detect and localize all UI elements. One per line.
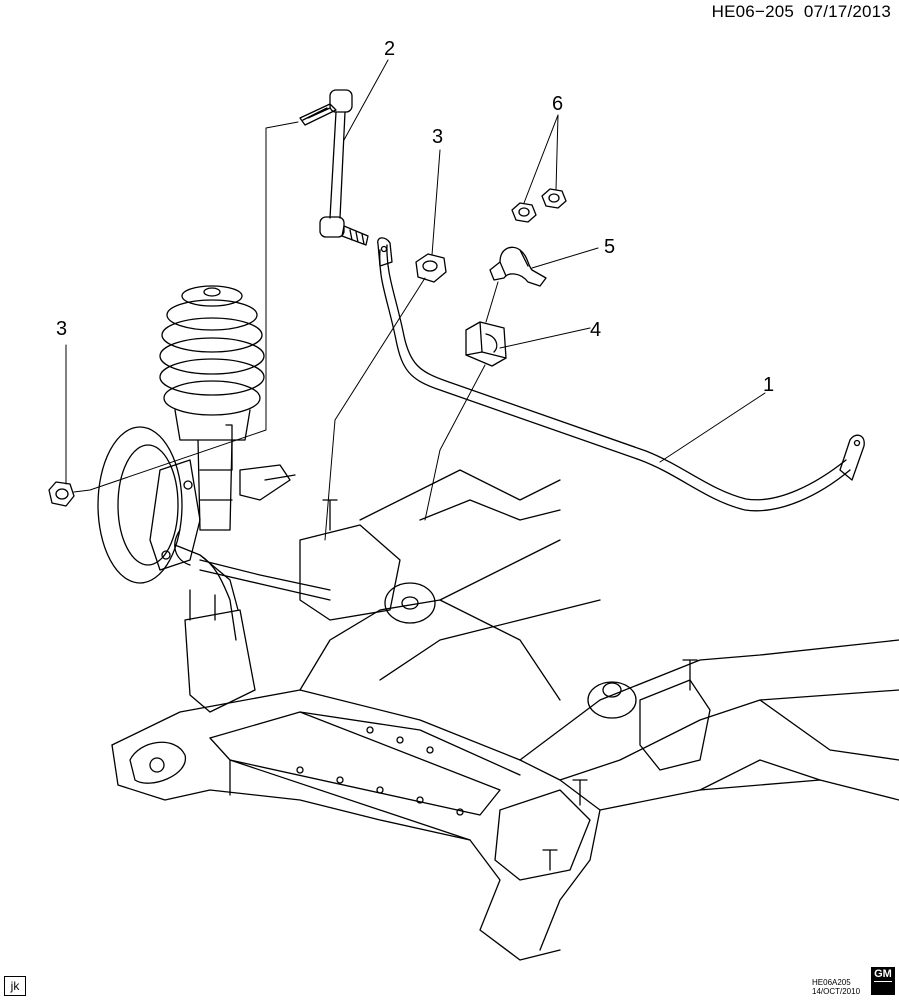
gm-logo: GM: [871, 967, 895, 995]
drawing-date: 14/OCT/2010: [812, 987, 861, 996]
assembly-guide-lines: [73, 121, 499, 541]
drawing-reference: HE06A205 14/OCT/2010: [812, 978, 860, 996]
stabilizer-bushing: [465, 321, 507, 367]
clamp-nut-left: [511, 202, 537, 223]
callout-3-upper: 3: [432, 126, 443, 148]
link-nut-upper: [415, 253, 447, 283]
diagram-date: 07/17/2013: [803, 2, 891, 21]
stabilizer-bar: [377, 237, 865, 512]
strut-spring-assembly: [97, 285, 296, 641]
diagram-code: HE06−205: [711, 2, 795, 21]
callout-leaders: [65, 59, 766, 485]
callout-3-lower: 3: [56, 318, 67, 340]
link-nut-lower: [48, 481, 75, 507]
bushing-clamp: [489, 246, 547, 287]
callout-5: 5: [604, 236, 615, 258]
callout-2: 2: [384, 38, 395, 60]
callout-4: 4: [590, 319, 601, 341]
callout-1: 1: [763, 374, 774, 396]
diagram-header: HE06−205 07/17/2013: [712, 2, 891, 22]
callout-labels: 2 3 3 6 5 4 1: [56, 38, 774, 396]
callout-6: 6: [552, 93, 563, 115]
clamp-nut-right: [541, 188, 567, 209]
front-subframe: [111, 469, 899, 961]
drawing-id: HE06A205: [812, 978, 851, 987]
drafter-initials: jk: [4, 976, 26, 996]
stabilizer-link: [299, 89, 369, 246]
